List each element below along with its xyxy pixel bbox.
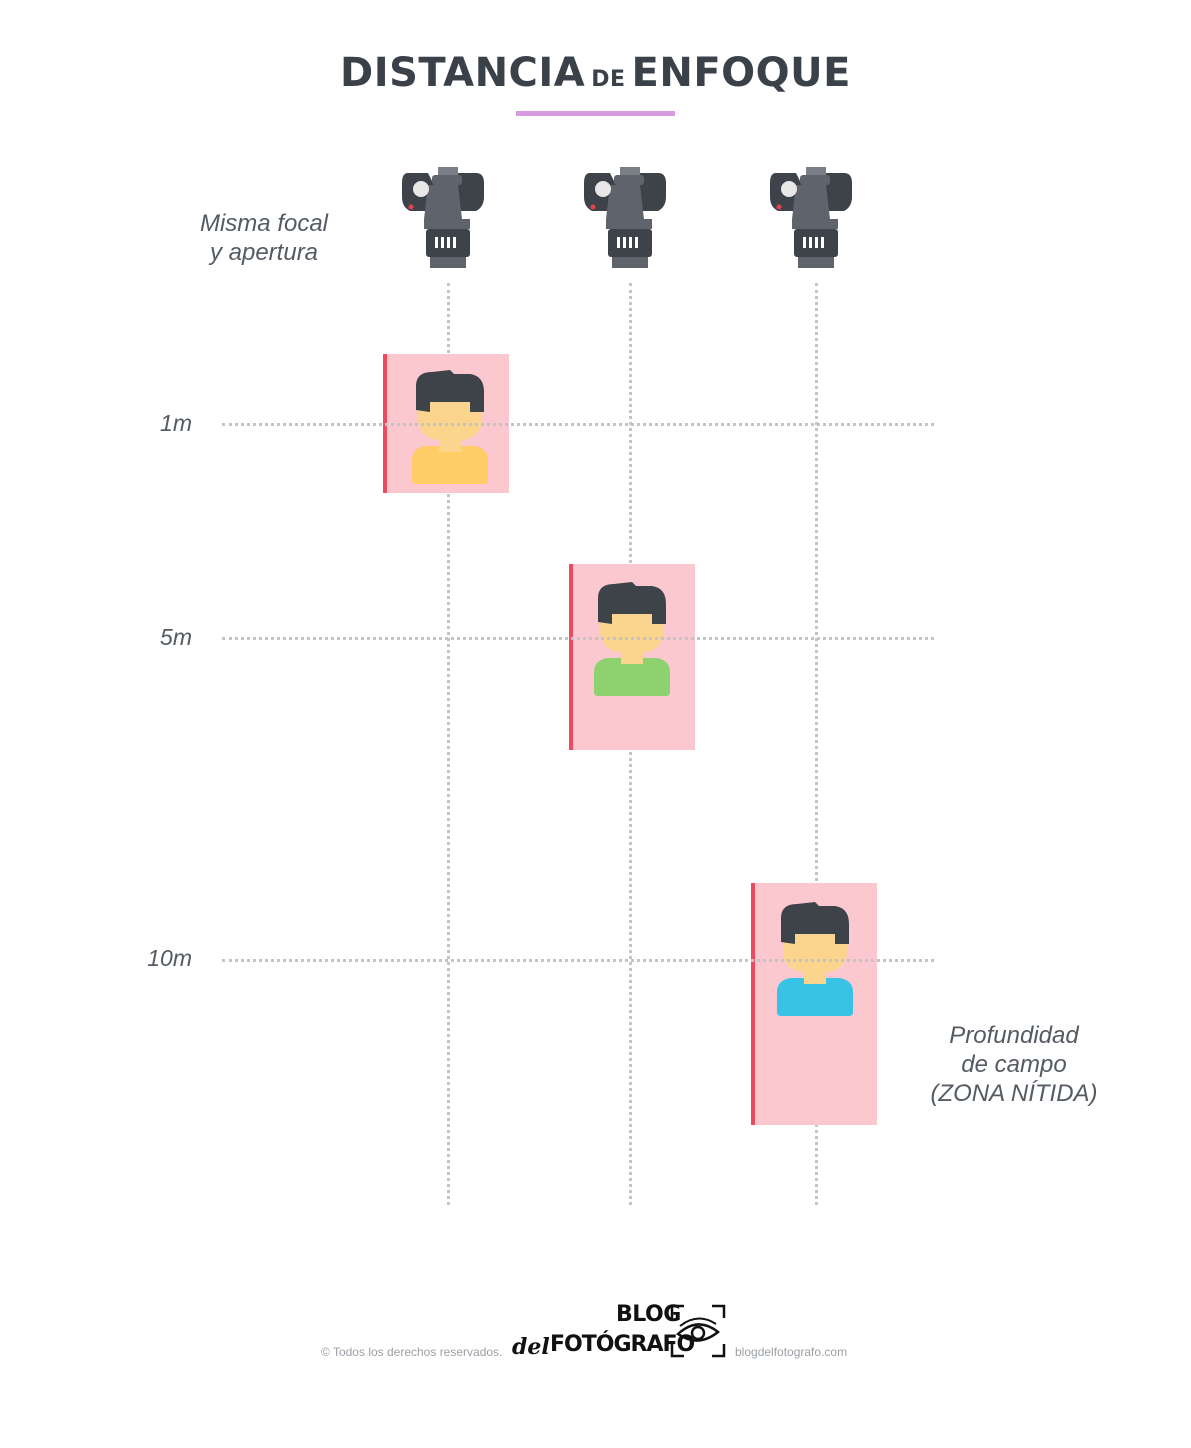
- caption-same-focal-line2: y apertura: [209, 239, 319, 266]
- title-part-distancia: DISTANCIA: [340, 50, 586, 96]
- title-part-de: DE: [591, 67, 626, 92]
- distance-label-1m: 1m: [160, 410, 192, 436]
- camera-icon: [402, 167, 484, 268]
- distance-label-5m: 5m: [160, 624, 192, 650]
- distance-label-10m: 10m: [147, 945, 192, 971]
- eye-icon: [670, 1304, 726, 1358]
- caption-dof-line2: de campo: [961, 1051, 1067, 1078]
- person-icon: [777, 902, 853, 1016]
- distance-line-10m: [222, 959, 934, 962]
- caption-dof-line1: Profundidad: [949, 1022, 1079, 1049]
- caption-same-focal-line1: Misma focal: [199, 210, 329, 237]
- camera-axis-1: [447, 283, 450, 1205]
- logo-blog: BLOG: [616, 1302, 681, 1327]
- camera-icon: [770, 167, 852, 268]
- title-underline: [516, 111, 675, 116]
- footer-url: blogdelfotografo.com: [735, 1345, 848, 1359]
- camera-axis-3: [815, 283, 818, 1205]
- caption-depth-of-field: Profundidad de campo (ZONA NÍTIDA): [928, 1021, 1100, 1108]
- footer-copyright: © Todos los derechos reservados.: [321, 1345, 503, 1359]
- distance-line-1m: [222, 423, 934, 426]
- camera-icon: [584, 167, 666, 268]
- logo-del: del: [512, 1334, 550, 1360]
- title-part-enfoque: ENFOQUE: [631, 50, 851, 96]
- person-icon: [412, 370, 488, 484]
- caption-dof-line3: (ZONA NÍTIDA): [930, 1080, 1098, 1107]
- distance-line-5m: [222, 637, 934, 640]
- person-icon: [594, 582, 670, 696]
- caption-same-focal: Misma focal y apertura: [184, 209, 344, 267]
